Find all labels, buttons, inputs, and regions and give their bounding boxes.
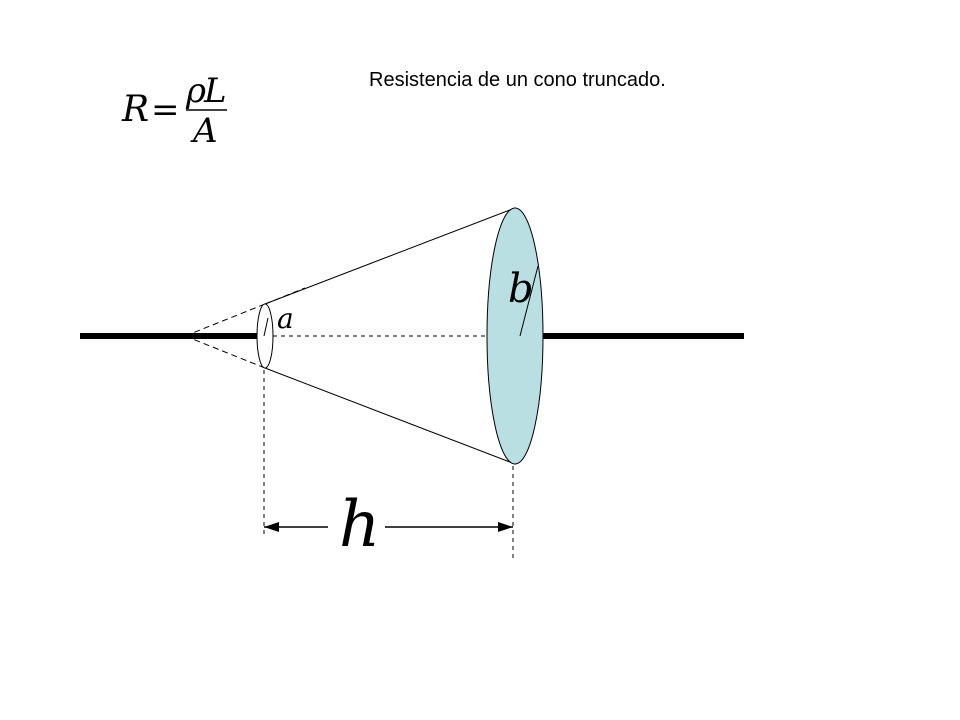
left-arrowhead	[264, 522, 279, 532]
small-face	[256, 303, 274, 369]
apex-extension-bottom	[184, 335, 266, 369]
cone-bottom-edge	[264, 367, 516, 465]
length-label: h	[339, 488, 380, 562]
cone-top-edge	[264, 207, 516, 305]
large-radius-line	[519, 265, 539, 337]
large-radius-label: b	[508, 266, 534, 312]
formula-numerator-l: L	[203, 71, 227, 111]
large-face	[486, 207, 544, 465]
small-radius-line	[263, 317, 269, 337]
formula-denominator: A	[190, 111, 218, 151]
small-radius-label: a	[277, 302, 294, 335]
formula-numerator-rho: ρ	[185, 71, 206, 111]
slide-title: Resistencia de un cono truncado.	[369, 69, 666, 91]
apex-extension-top	[184, 303, 266, 337]
formula-equals: =	[151, 90, 180, 130]
formula-lhs: R	[121, 89, 149, 130]
right-arrowhead	[498, 522, 513, 532]
